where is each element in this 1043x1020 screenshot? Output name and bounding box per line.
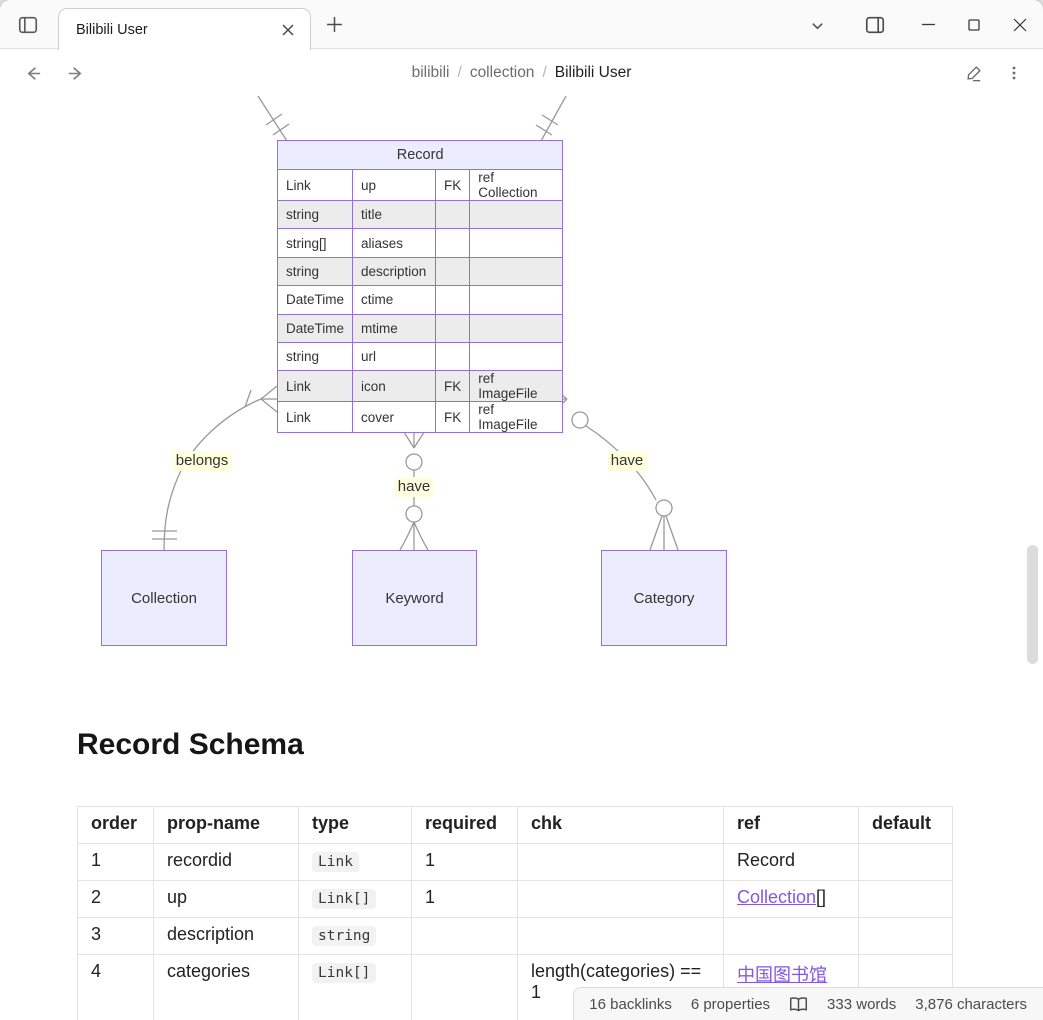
tab-bilibili-user[interactable]: Bilibili User [58,8,311,50]
window-close-icon[interactable] [997,0,1043,49]
col-type: type [298,806,412,844]
status-bar: 16 backlinks 6 properties 333 words 3,87… [573,987,1043,1020]
er-row: DateTime ctime [276,285,564,315]
book-icon[interactable] [789,996,808,1013]
schema-row: 1 recordid Link 1 Record [77,843,953,881]
er-row: Link up FK ref Collection [276,169,564,201]
col-order: order [77,806,154,844]
back-arrow-icon[interactable] [18,59,48,87]
type-code: Link [312,852,359,872]
er-row: Link icon FK ref ImageFile [276,370,564,403]
er-row: string description [276,256,564,287]
title-bar: Bilibili User [0,0,1043,50]
tab-list-chevron-icon[interactable] [803,11,831,39]
scrollbar-thumb[interactable] [1027,545,1038,664]
schema-header-row: order prop-name type required chk ref de… [77,806,953,844]
er-entity-collection: Collection [101,550,227,646]
backlinks-count[interactable]: 16 backlinks [589,995,672,1013]
type-code: string [312,926,377,946]
maximize-icon[interactable] [951,0,997,49]
relationship-label-have-keyword: have [394,477,434,497]
col-chk: chk [517,806,724,844]
view-header: bilibili / collection / Bilibili User [0,50,1043,96]
er-row: Link cover FK ref ImageFile [276,401,564,434]
minimize-icon[interactable] [905,0,951,49]
character-count[interactable]: 3,876 characters [915,995,1027,1013]
col-required: required [411,806,518,844]
window-controls [905,0,1043,49]
more-options-icon[interactable] [999,59,1029,87]
er-entity-title: Record [276,140,564,170]
breadcrumb-item-collection[interactable]: collection [469,64,535,81]
breadcrumb-separator: / [457,64,462,81]
edit-mode-icon[interactable] [959,59,989,87]
er-entity-category: Category [601,550,727,646]
left-sidebar-toggle-icon[interactable] [13,11,43,39]
relationship-label-belongs: belongs [172,451,232,471]
breadcrumb-item-bilibili[interactable]: bilibili [411,64,450,81]
schema-table: order prop-name type required chk ref de… [77,806,953,1020]
col-propname: prop-name [153,806,299,844]
section-heading: Record Schema [77,728,304,761]
schema-row: 2 up Link[] 1 Collection[] [77,880,953,918]
word-count[interactable]: 333 words [827,995,897,1013]
ref-suffix: [] [816,887,827,907]
category-link[interactable]: 中国图书馆 [737,965,827,985]
breadcrumb-separator: / [542,64,547,81]
breadcrumb: bilibili / collection / Bilibili User [0,50,1043,96]
new-tab-icon[interactable] [320,10,348,38]
collection-link[interactable]: Collection [737,887,817,907]
er-row: string title [276,199,564,230]
tab-title: Bilibili User [76,21,148,38]
er-row: DateTime mtime [276,313,564,343]
er-record-entity: Record Link up FK ref Collection string … [276,140,564,434]
col-default: default [858,806,953,844]
relationship-label-have-category: have [607,451,647,471]
forward-arrow-icon[interactable] [60,59,90,87]
er-diagram-lines [152,95,679,551]
breadcrumb-item-current[interactable]: Bilibili User [554,64,632,81]
properties-count[interactable]: 6 properties [690,995,771,1013]
type-code: Link[] [312,963,377,983]
tab-close-icon[interactable] [274,16,302,44]
er-row: string url [276,341,564,372]
er-row: string[] aliases [276,228,564,258]
type-code: Link[] [312,889,377,909]
er-entity-keyword: Keyword [352,550,477,646]
schema-row: 3 description string [77,917,953,955]
right-sidebar-toggle-icon[interactable] [860,11,890,39]
col-ref: ref [723,806,859,844]
